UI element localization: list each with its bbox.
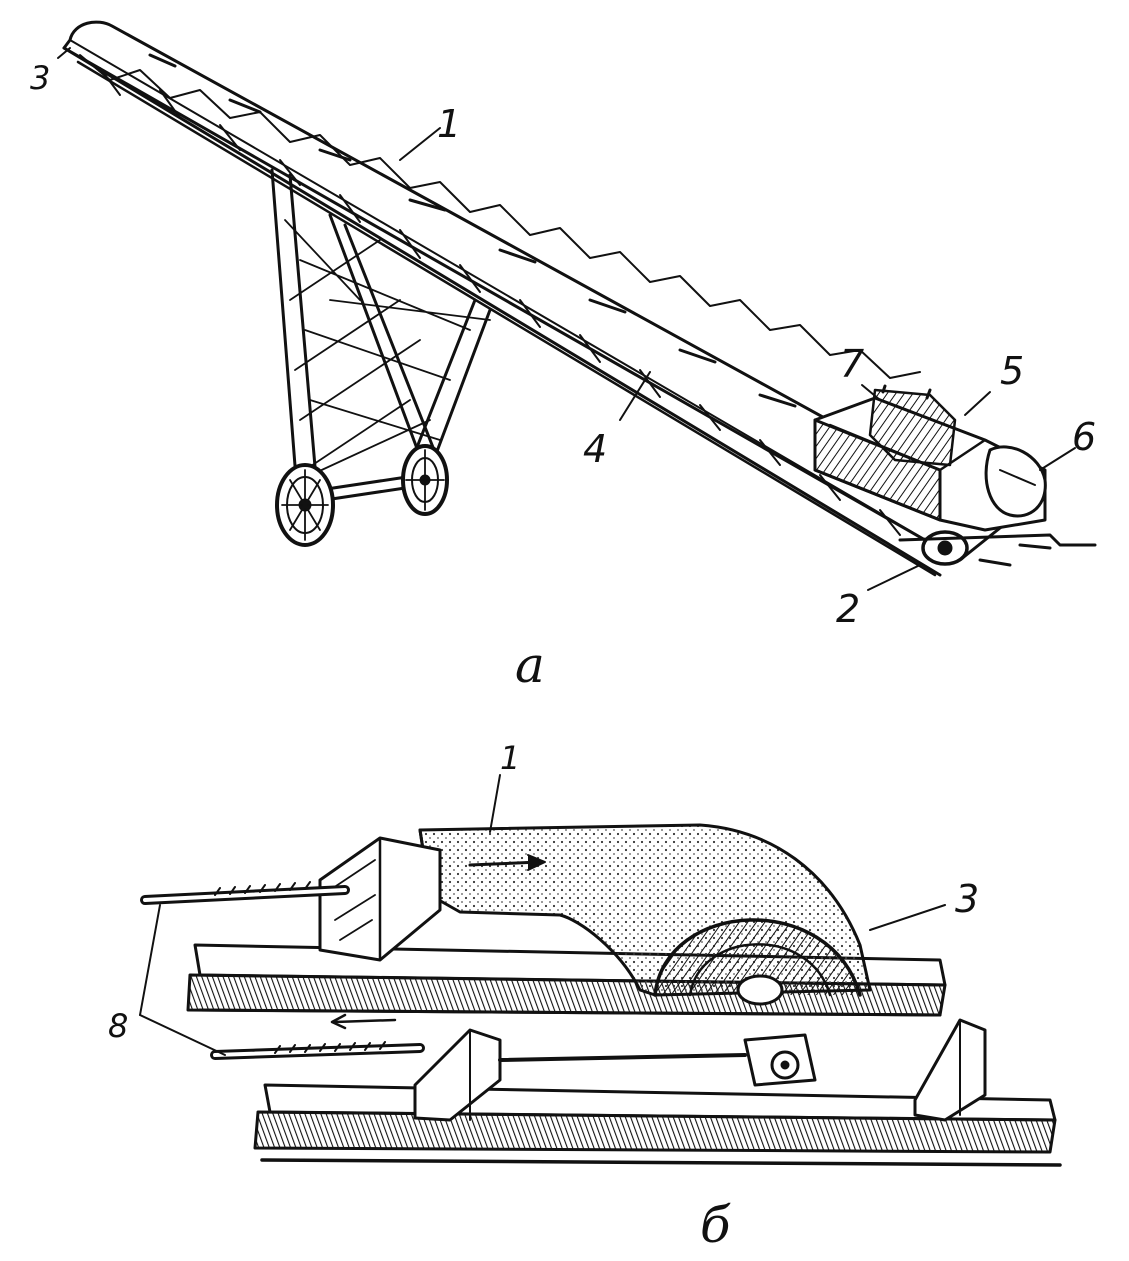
label-a-6: 6 <box>1072 415 1097 459</box>
drive-station <box>813 384 1097 567</box>
truss-lattice <box>76 54 937 577</box>
leader-lines-b <box>139 774 946 1056</box>
slider-block-front-left <box>413 1028 502 1122</box>
conveyor-assembly <box>57 20 1097 591</box>
label-a-3: 3 <box>30 59 51 97</box>
label-b-8: 8 <box>108 1007 129 1045</box>
bearing-housing <box>743 1033 817 1087</box>
label-a-7: 7 <box>840 342 865 386</box>
label-a-1: 1 <box>437 102 462 146</box>
caption-b: б <box>700 1196 731 1254</box>
tension-screw-front <box>210 1041 747 1062</box>
tension-station <box>139 774 1062 1167</box>
conveyor-frame <box>62 20 1012 577</box>
slider-block-back <box>318 836 442 962</box>
label-b-3: 3 <box>955 877 980 921</box>
tension-drum <box>653 918 862 1006</box>
support-wheel-right <box>401 444 449 516</box>
leader-lines-a <box>57 47 1076 591</box>
slider-block-front-right <box>913 1018 987 1122</box>
return-direction-arrow <box>333 1018 397 1024</box>
tension-screw-back <box>140 881 350 905</box>
support-wheel-left <box>275 463 335 547</box>
caption-a: а <box>515 636 545 694</box>
label-b-1: 1 <box>500 739 521 777</box>
label-a-2: 2 <box>836 587 861 631</box>
label-a-4: 4 <box>583 427 608 471</box>
label-a-5: 5 <box>1000 349 1025 393</box>
